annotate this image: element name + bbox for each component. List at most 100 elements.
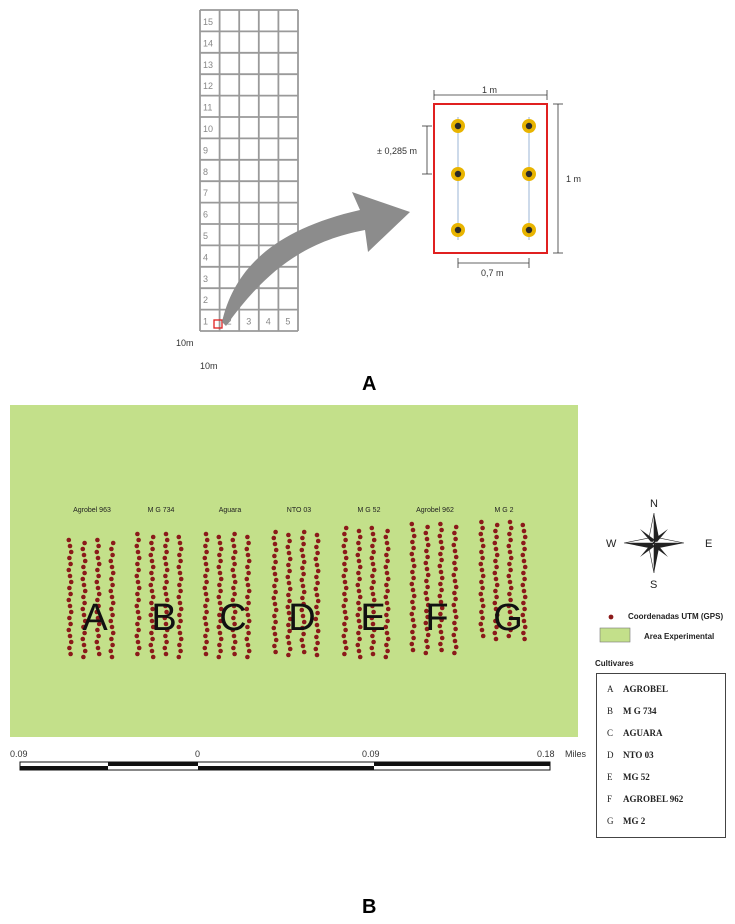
scale-tick-right: 0.18	[537, 749, 555, 759]
gps-point	[452, 530, 457, 536]
grid-column-number: 3	[246, 317, 251, 327]
gps-point	[230, 597, 236, 603]
gps-point	[273, 547, 279, 553]
gps-point	[148, 612, 154, 618]
gps-point	[148, 582, 154, 588]
plant-icon	[522, 167, 536, 181]
gps-point	[494, 582, 500, 588]
cultivar-key: E	[607, 772, 613, 782]
gps-point	[287, 538, 292, 544]
gps-point	[383, 654, 389, 660]
cultivar-name: AGROBEL	[623, 684, 669, 694]
field-grid	[199, 9, 299, 332]
gps-point	[203, 531, 209, 537]
gps-point	[508, 567, 513, 573]
gps-point	[508, 537, 513, 543]
gps-point	[110, 630, 116, 636]
gps-point	[507, 609, 513, 615]
gps-point	[109, 654, 115, 660]
gps-point	[507, 549, 513, 555]
gps-point	[342, 579, 348, 585]
grid-row-number: 5	[203, 231, 208, 241]
gps-point	[451, 572, 457, 578]
gps-point	[67, 585, 72, 591]
gps-point	[411, 575, 416, 581]
gps-point	[203, 621, 209, 627]
gps-point	[423, 620, 429, 626]
gps-point	[164, 597, 170, 603]
gps-point	[521, 630, 526, 636]
gps-point	[96, 603, 101, 609]
gps-point	[452, 638, 458, 644]
gps-point	[439, 557, 444, 563]
gps-point	[425, 542, 431, 548]
gps-point	[438, 551, 443, 557]
gps-point	[176, 654, 182, 660]
gps-point	[342, 609, 348, 615]
gps-point	[80, 636, 86, 642]
gps-point	[409, 551, 415, 557]
gps-point	[384, 552, 389, 558]
gps-point	[492, 540, 498, 546]
gps-point	[438, 581, 443, 587]
gps-point	[508, 615, 514, 621]
gps-point	[218, 618, 223, 624]
gps-point	[216, 594, 222, 600]
gps-point	[452, 548, 458, 554]
gps-point	[452, 578, 458, 584]
gps-point	[246, 570, 251, 576]
gps-point	[273, 619, 278, 625]
gps-point	[357, 564, 363, 570]
gps-point	[273, 529, 278, 535]
gps-point	[149, 570, 154, 576]
grid-row-number: 15	[203, 17, 213, 27]
gps-point	[178, 636, 184, 642]
highlighted-plot-cell	[213, 319, 223, 329]
gps-point	[108, 618, 114, 624]
gps-point	[522, 624, 528, 630]
gps-point	[439, 605, 445, 611]
gps-point	[478, 531, 484, 537]
gps-point	[453, 614, 459, 620]
gps-point	[451, 632, 457, 638]
gps-point	[82, 600, 87, 606]
gps-point	[232, 531, 237, 537]
gps-point	[231, 645, 236, 651]
gps-point	[176, 534, 182, 540]
gps-point	[384, 540, 390, 546]
gps-point	[162, 585, 168, 591]
gps-point	[273, 607, 279, 613]
gps-point	[369, 525, 375, 531]
gps-point	[218, 648, 223, 654]
gps-point	[287, 646, 293, 652]
gps-point	[134, 543, 140, 549]
gps-point	[506, 633, 512, 639]
gps-point	[411, 593, 417, 599]
gps-point	[371, 639, 376, 645]
gps-point	[343, 615, 349, 621]
gps-point	[480, 585, 485, 591]
gps-point	[299, 547, 305, 553]
gps-point	[385, 576, 391, 582]
gps-point	[108, 648, 114, 654]
gps-point	[300, 643, 306, 649]
gps-point	[480, 573, 486, 579]
gps-point	[369, 585, 375, 591]
gps-point	[371, 567, 377, 573]
plot-letter: C	[219, 597, 246, 639]
gps-point	[164, 537, 170, 543]
gps-point	[177, 612, 182, 618]
gps-point	[231, 603, 237, 609]
gps-point	[149, 588, 155, 594]
gps-point	[81, 612, 87, 618]
gps-point	[67, 615, 72, 621]
gps-point	[96, 591, 102, 597]
gps-point	[108, 558, 114, 564]
gps-point	[356, 630, 361, 636]
gps-point	[246, 558, 252, 564]
gps-point	[507, 519, 513, 525]
gps-point	[493, 606, 499, 612]
